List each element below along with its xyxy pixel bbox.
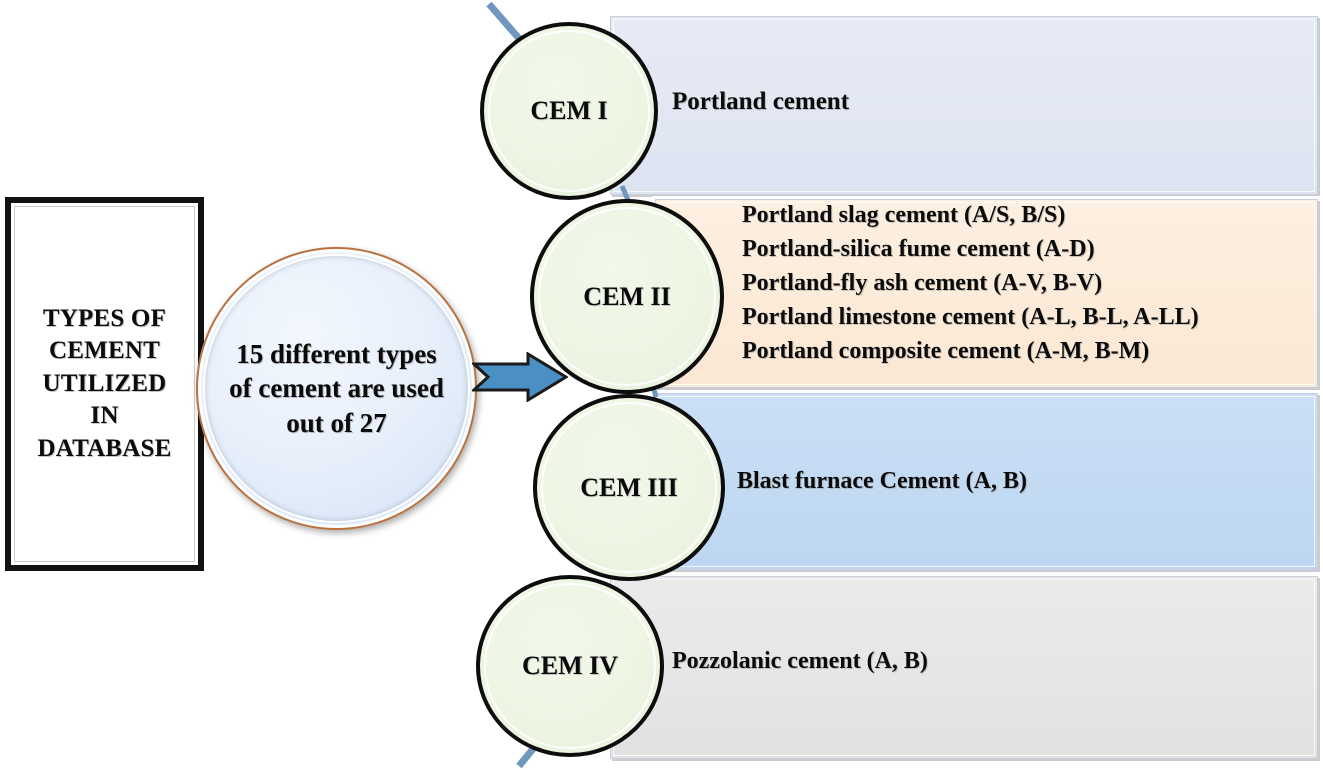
title-box-label: TYPES OF CEMENT UTILIZED IN DATABASE	[37, 304, 172, 462]
category-circle-label: CEM III	[580, 472, 678, 502]
connector-tick-1-icon	[619, 185, 631, 201]
category-panel-cem4	[610, 576, 1318, 759]
category-text-cem2: Portland slag cement (A/S, B/S) Portland…	[742, 198, 1199, 368]
hub-summary-circle: 15 different types of cement are used ou…	[196, 247, 477, 530]
category-line: Blast furnace Cement (A, B)	[737, 468, 1027, 494]
category-circle-label: CEM I	[530, 96, 608, 125]
category-line: Pozzolanic cement (A, B)	[672, 648, 928, 674]
category-text-cem4: Pozzolanic cement (A, B)	[672, 648, 928, 675]
flow-arrow-icon	[472, 352, 568, 402]
category-line: Portland composite cement (A-M, B-M)	[742, 338, 1150, 365]
category-circle-cem4: CEM IV	[476, 575, 664, 757]
category-line: Portland slag cement (A/S, B/S)	[742, 202, 1066, 228]
category-line: Portland-fly ash cement (A-V, B-V)	[742, 270, 1103, 297]
category-circle-cem3: CEM III	[533, 394, 725, 581]
category-circle-cem2: CEM II	[530, 199, 724, 394]
category-circle-label: CEM IV	[521, 651, 619, 680]
category-line: Portland-silica fume cement (A-D)	[742, 236, 1095, 263]
category-circle-label: CEM II	[583, 281, 671, 311]
category-line: Portland limestone cement (A-L, B-L, A-L…	[742, 304, 1199, 331]
category-line: Portland cement	[672, 88, 850, 115]
category-circle-cem1: CEM I	[480, 22, 658, 200]
category-text-cem3: Blast furnace Cement (A, B)	[737, 468, 1027, 495]
category-text-cem1: Portland cement	[672, 88, 849, 116]
hub-summary-label: 15 different types of cement are used ou…	[229, 339, 444, 438]
title-box: TYPES OF CEMENT UTILIZED IN DATABASE	[5, 197, 204, 571]
